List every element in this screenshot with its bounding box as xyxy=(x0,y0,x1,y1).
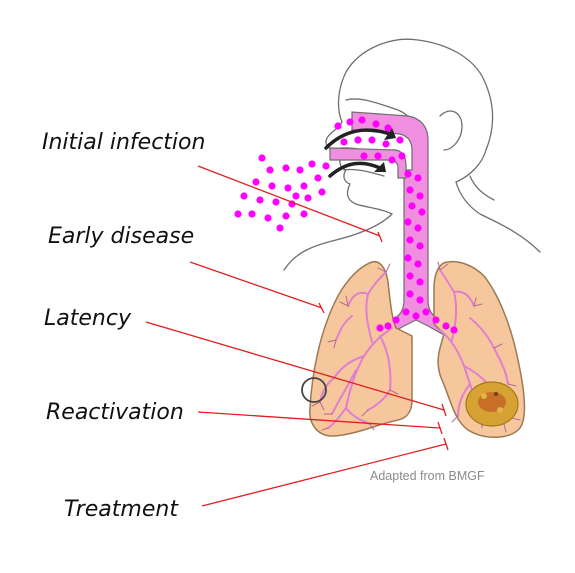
pointer-early-disease-tick xyxy=(318,302,325,314)
pathogen-droplet xyxy=(404,218,412,226)
label-reactivation: Reactivation xyxy=(46,400,184,425)
pathogen-droplet xyxy=(248,210,256,218)
pointer-latency xyxy=(145,321,445,411)
pathogen-droplet xyxy=(340,138,348,146)
pathogen-droplet xyxy=(234,210,242,218)
pathogen-droplet xyxy=(322,162,330,170)
pathogen-droplet xyxy=(416,296,424,304)
pathogen-droplet xyxy=(374,152,382,160)
pathogen-droplet xyxy=(314,174,322,182)
pathogen-droplet xyxy=(388,156,396,164)
airflow-arrows xyxy=(324,128,392,178)
pathogen-droplet xyxy=(414,260,422,268)
lesion-granuloma xyxy=(465,381,519,427)
pathogen-droplet xyxy=(372,120,380,128)
pathogen-droplet xyxy=(442,322,450,330)
pathogen-droplet xyxy=(406,236,414,244)
pathogen-droplet xyxy=(450,326,458,334)
pathogen-droplet xyxy=(392,316,400,324)
pathogen-droplet xyxy=(414,174,422,182)
pathogen-droplet xyxy=(384,322,392,330)
pathogen-droplet xyxy=(334,122,342,130)
pathogen-droplet xyxy=(396,136,404,144)
pathogen-droplet xyxy=(404,254,412,262)
pathogen-droplet xyxy=(292,192,300,200)
pathogen-droplet xyxy=(268,182,276,190)
pathogen-droplet xyxy=(422,308,430,316)
pointer-initial-infection xyxy=(197,165,381,237)
pathogen-droplet xyxy=(406,272,414,280)
label-early-disease: Early disease xyxy=(48,224,195,249)
label-treatment: Treatment xyxy=(64,497,178,522)
pathogen-droplet xyxy=(368,136,376,144)
pointer-latency-tick xyxy=(441,403,447,417)
pathogen-droplet xyxy=(264,214,272,222)
pathogen-droplet xyxy=(276,224,284,232)
pathogen-droplets xyxy=(234,116,458,334)
pathogen-droplet xyxy=(272,198,280,206)
pathogen-droplet xyxy=(346,118,354,126)
pathogen-droplet xyxy=(432,316,440,324)
pointer-initial-infection-tick xyxy=(377,231,383,243)
pathogen-droplet xyxy=(300,210,308,218)
pathogen-droplet xyxy=(398,152,406,160)
label-latency: Latency xyxy=(44,306,131,331)
pathogen-droplet xyxy=(402,308,410,316)
pathogen-droplet xyxy=(376,324,384,332)
label-initial-infection: Initial infection xyxy=(42,130,206,155)
pathogen-droplet xyxy=(300,182,308,190)
pathogen-droplet xyxy=(358,116,366,124)
pointer-reactivation xyxy=(197,411,441,429)
pathogen-droplet xyxy=(258,154,266,162)
pathogen-droplet xyxy=(266,166,274,174)
latent-focus-circle xyxy=(301,377,327,403)
pathogen-droplet xyxy=(416,278,424,286)
pointer-lines xyxy=(145,165,449,507)
pointer-early-disease xyxy=(189,261,323,309)
pathogen-droplet xyxy=(296,166,304,174)
pathogen-droplet xyxy=(414,224,422,232)
pathogen-droplet xyxy=(384,124,392,132)
pathogen-droplet xyxy=(382,140,390,148)
pathogen-droplet xyxy=(406,290,414,298)
pointer-reactivation-tick xyxy=(437,421,443,435)
head-outline xyxy=(283,38,541,271)
pathogen-droplet xyxy=(284,184,292,192)
pathogen-droplet xyxy=(354,136,362,144)
pathogen-droplet xyxy=(360,152,368,160)
pathogen-droplet xyxy=(404,170,412,178)
pathogen-droplet xyxy=(412,312,420,320)
credit-text: Adapted from BMGF xyxy=(370,469,485,483)
pathogen-droplet xyxy=(406,186,414,194)
pointer-treatment xyxy=(201,443,447,507)
pathogen-droplet xyxy=(318,188,326,196)
pathogen-droplet xyxy=(416,242,424,250)
pointer-treatment-tick xyxy=(443,437,449,451)
pathogen-droplet xyxy=(304,194,312,202)
pathogen-droplet xyxy=(240,192,248,200)
pathogen-droplet xyxy=(408,202,416,210)
pathogen-droplet xyxy=(256,196,264,204)
pathogen-droplet xyxy=(252,178,260,186)
pathogen-droplet xyxy=(282,164,290,172)
pathogen-droplet xyxy=(282,212,290,220)
pathogen-droplet xyxy=(416,192,424,200)
pathogen-droplet xyxy=(308,160,316,168)
right-lung xyxy=(309,260,413,437)
pathogen-droplet xyxy=(418,208,426,216)
